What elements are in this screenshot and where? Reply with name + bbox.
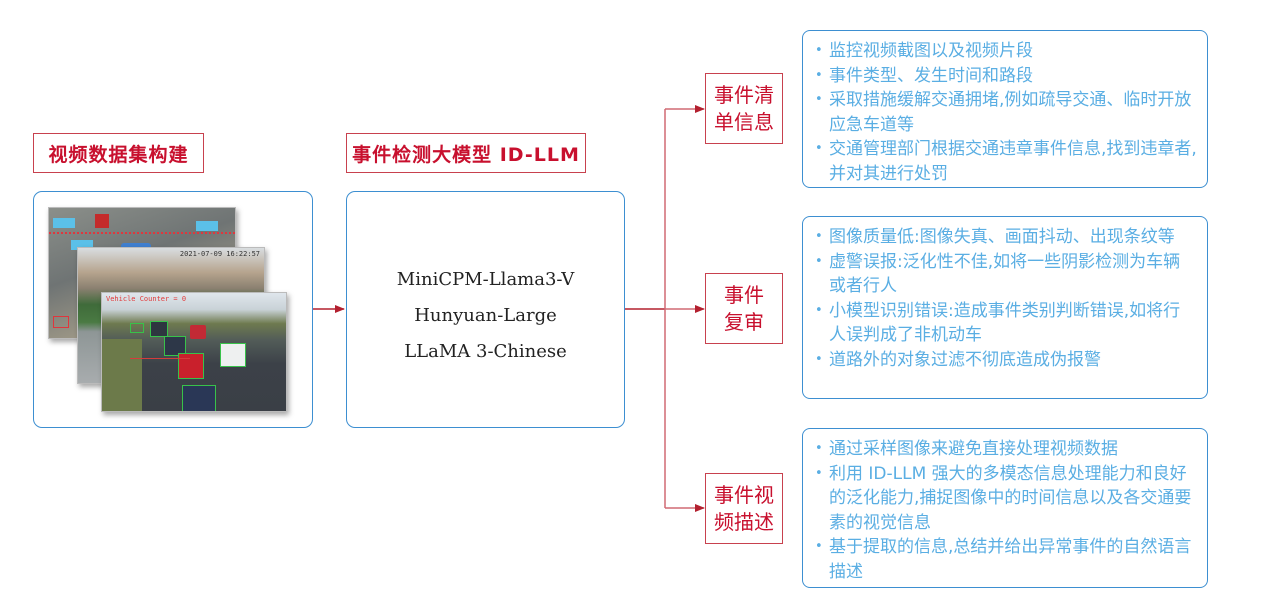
- counting-line: [130, 358, 190, 359]
- car-detection-box: [130, 323, 144, 333]
- model-box: MiniCPM-Llama3-V Hunyuan-Large LLaMA 3-C…: [346, 191, 625, 428]
- bullet-item: 小模型识别错误:造成事件类别判断错误,如将行人误判成了非机动车: [815, 299, 1197, 348]
- bullet-item: 道路外的对象过滤不彻底造成伪报警: [815, 348, 1197, 373]
- timestamp-overlay: 2021-07-09 16:22:57: [179, 250, 260, 258]
- bullet-item: 采取措施缓解交通拥堵,例如疏导交通、临时开放应急车道等: [815, 88, 1197, 137]
- model-name: MiniCPM-Llama3-V: [396, 269, 575, 290]
- overlay-tag: [53, 218, 75, 228]
- bullet-item: 图像质量低:图像失真、画面抖动、出现条纹等: [815, 225, 1197, 250]
- event-review-box: 图像质量低:图像失真、画面抖动、出现条纹等 虚警误报:泛化性不佳,如将一些阴影检…: [802, 216, 1208, 399]
- bullet-item: 基于提取的信息,总结并给出异常事件的自然语言描述: [815, 535, 1197, 584]
- label-line: 复审: [724, 309, 764, 334]
- event-review-label: 事件 复审: [705, 273, 783, 344]
- overlay-tag: [196, 221, 218, 231]
- red-car: [190, 325, 206, 339]
- label-line: 事件清: [714, 82, 774, 107]
- label-line: 单信息: [714, 109, 774, 134]
- model-name: Hunyuan-Large: [414, 305, 557, 326]
- car-detection-box: [164, 336, 186, 356]
- video-frame-vehicle-counter: Vehicle Counter = 0: [101, 292, 287, 412]
- red-truck: [95, 214, 109, 228]
- car-detection-box: [150, 321, 168, 337]
- vehicle-counter-overlay: Vehicle Counter = 0: [106, 295, 187, 303]
- label-line: 频描述: [714, 509, 774, 534]
- bullet-item: 交通管理部门根据交通违章事件信息,找到违章者,并对其进行处罚: [815, 137, 1197, 186]
- bullet-item: 监控视频截图以及视频片段: [815, 39, 1197, 64]
- bullet-item: 通过采样图像来避免直接处理视频数据: [815, 437, 1197, 462]
- car-detection-box: [220, 343, 246, 367]
- bullet-item: 利用 ID-LLM 强大的多模态信息处理能力和良好的泛化能力,捕捉图像中的时间信…: [815, 462, 1197, 536]
- event-video-description-label: 事件视 频描述: [705, 473, 783, 544]
- model-title-text: 事件检测大模型 ID-LLM: [352, 143, 580, 166]
- event-list-info-box: 监控视频截图以及视频片段 事件类型、发生时间和路段 采取措施缓解交通拥堵,例如疏…: [802, 30, 1208, 188]
- label-line: 事件视: [714, 482, 774, 507]
- car-detection-box: [178, 353, 204, 379]
- event-video-description-box: 通过采样图像来避免直接处理视频数据 利用 ID-LLM 强大的多模态信息处理能力…: [802, 428, 1208, 588]
- car-detection-box: [182, 385, 216, 411]
- label-line: 事件: [724, 282, 764, 307]
- model-title: 事件检测大模型 ID-LLM: [346, 133, 586, 173]
- roadside-grass: [102, 339, 142, 411]
- dataset-construction-title: 视频数据集构建: [33, 133, 204, 173]
- event-list-info-label: 事件清 单信息: [705, 73, 783, 144]
- overlay-tag: [71, 240, 93, 250]
- bullet-item: 虚警误报:泛化性不佳,如将一些阴影检测为车辆或者行人: [815, 250, 1197, 299]
- bullet-item: 事件类型、发生时间和路段: [815, 64, 1197, 89]
- dataset-image-box: 2021-07-09 16:22:57 Vehicle Counter = 0: [33, 191, 313, 428]
- lane-marker-row: [49, 232, 235, 236]
- model-name: LLaMA 3-Chinese: [404, 341, 567, 362]
- highlight-box: [53, 316, 69, 328]
- dataset-title-text: 视频数据集构建: [48, 143, 189, 166]
- model-list: MiniCPM-Llama3-V Hunyuan-Large LLaMA 3-C…: [347, 262, 624, 370]
